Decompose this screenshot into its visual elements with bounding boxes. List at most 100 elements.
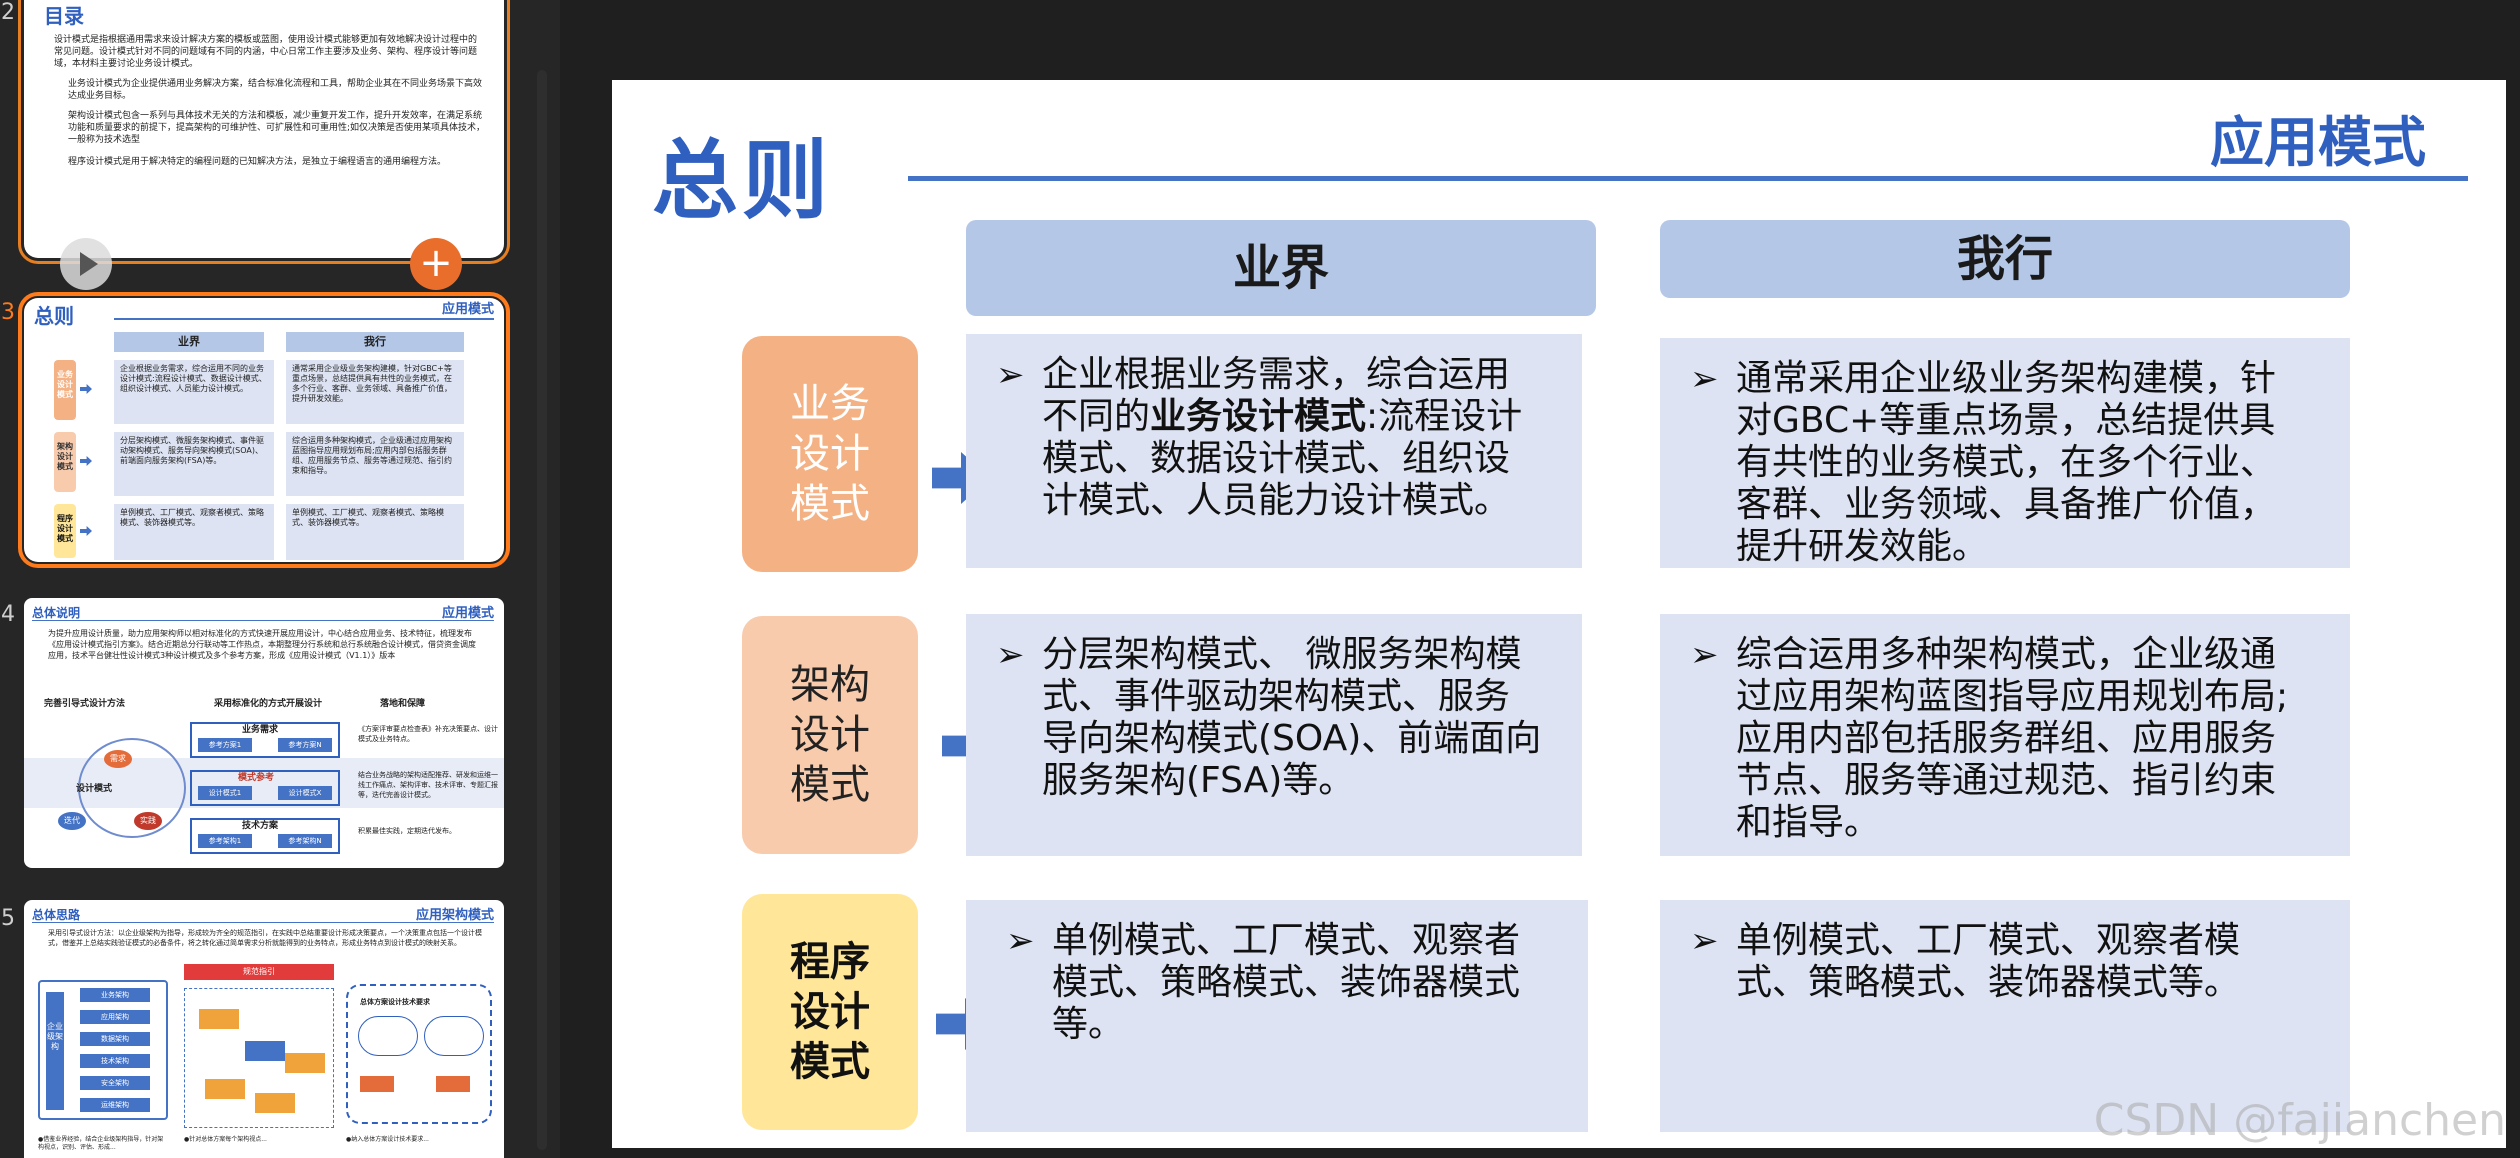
- cell-industry-program: ➢ 单例模式、工厂模式、观察者模式、策略模式、装饰器模式等。: [966, 900, 1588, 1132]
- cell-text: 通常采用企业级业务架构建模，针对GBC+等重点场景，总结提供具有共性的业务模式，…: [1736, 358, 2277, 567]
- thumb-mid-node: [205, 1079, 245, 1099]
- slide-thumbnail-5[interactable]: 总体思路 应用架构模式 采用引导式设计方法：以企业级架构为指导，形成较为齐全的规…: [24, 900, 504, 1158]
- thumb-paragraph: 业务设计模式为企业提供通用业务解决方案，结合标准化流程和工具，帮助企业其在不同业…: [68, 79, 483, 101]
- thumb-cell: 分层架构模式、微服务架构模式、事件驱动架构模式、服务导向架构模式(SOA)、前端…: [114, 432, 274, 496]
- thumb-arch-label: 企业级架构: [46, 992, 64, 1110]
- thumb-cell: 单例模式、工厂模式、观察者模式、策略模式、装饰器模式等。: [114, 504, 274, 560]
- arrow-right-icon: [80, 456, 92, 466]
- thumb-right-chip: [360, 1076, 394, 1092]
- row-label-line: 模式: [790, 481, 870, 527]
- cell-text: 单例模式、工厂模式、观察者模式、策略模式、装饰器模式等。: [1736, 920, 2241, 1003]
- cell-bullet-item: ➢ 单例模式、工厂模式、观察者模式、策略模式、装饰器模式等。: [1006, 920, 1548, 1046]
- thumb-layer: 应用架构: [80, 1010, 150, 1024]
- thumb-right-node: [358, 1016, 418, 1056]
- column-header-industry: 业界: [966, 220, 1596, 316]
- thumb-layer: 业务架构: [80, 988, 150, 1002]
- cell-text-bold: 业务设计模式: [1150, 396, 1367, 437]
- bullet-arrow-icon: ➢: [996, 635, 1025, 675]
- cell-text: 单例模式、工厂模式、观察者模式、策略模式、装饰器模式等。: [1052, 920, 1521, 1045]
- thumb-cycle-node: 实践: [134, 812, 162, 830]
- thumb-flow-title: 模式参考: [238, 773, 275, 783]
- thumb-bottom-note: ●借鉴业界经验，结合企业级架构指导，针对架构视点，识别、评估、形成...: [38, 1136, 164, 1151]
- slide-tag: 应用模式: [2210, 111, 2426, 174]
- bullet-arrow-icon: ➢: [1690, 359, 1719, 399]
- bullet-arrow-icon: ➢: [1690, 921, 1719, 961]
- thumb-flow-chip: 设计模式1: [198, 786, 252, 800]
- arrow-right-icon: [80, 384, 92, 394]
- row-label-program: 程序 设计 模式: [742, 894, 918, 1130]
- cell-text: 企业根据业务需求，综合运用不同的: [1042, 354, 1511, 437]
- cell-bullet-item: ➢ 企业根据业务需求，综合运用不同的业务设计模式:流程设计模式、数据设计模式、组…: [996, 354, 1542, 522]
- cell-bullet-item: ➢ 通常采用企业级业务架构建模，针对GBC+等重点场景，总结提供具有共性的业务模…: [1690, 358, 2310, 568]
- thumb-row-label: 程序设计模式: [54, 504, 76, 558]
- row-label-line: 设计: [790, 712, 870, 758]
- thumb-cycle-node: 迭代: [58, 812, 86, 830]
- thumb-flow-box: 技术方案 参考架构1 参考架构N: [190, 818, 340, 854]
- thumb-flow-chip: 参考架构1: [198, 834, 252, 848]
- thumb-col-header: 业界: [114, 332, 264, 352]
- slide-thumbnail-2[interactable]: 目录 设计模式是指根据通用需求来设计解决方案的模板或蓝图，使用设计模式能够更加有…: [18, 0, 510, 264]
- thumb-cell: 综合运用多种架构模式，企业级通过应用架构蓝图指导应用规划布局;应用内部包括服务群…: [286, 432, 464, 496]
- thumb-cell-text: 单例模式、工厂模式、观察者模式、策略模式、装饰器模式等。: [292, 508, 444, 527]
- thumb-tag: 应用模式: [441, 302, 494, 317]
- thumb-bottom-note: ●纳入总体方案设计技术要求...: [346, 1136, 429, 1143]
- thumb-note: 《方案评审要点检查表》补充决策要点、设计模式及业务特点。: [358, 725, 498, 743]
- thumb-mid-node: [285, 1053, 325, 1073]
- cell-industry-architecture: ➢ 分层架构模式、 微服务架构模式、事件驱动架构模式、服务导向架构模式(SOA)…: [966, 614, 1582, 856]
- thumb-layer: 安全架构: [80, 1076, 150, 1090]
- cell-bullet-item: ➢ 单例模式、工厂模式、观察者模式、策略模式、装饰器模式等。: [1690, 920, 2310, 1004]
- cell-text: 分层架构模式、 微服务架构模式、事件驱动架构模式、服务导向架构模式(SOA)、前…: [1042, 634, 1542, 801]
- thumb-tag: 应用模式: [441, 606, 494, 621]
- thumb-bottom-note: ●针对总体方案每个架构视点...: [184, 1136, 267, 1143]
- thumb-arch-box: 企业级架构 业务架构 应用架构 数据架构 技术架构 安全架构 运维架构: [38, 980, 168, 1120]
- thumb-layer: 运维架构: [80, 1098, 150, 1112]
- thumb-note: 结合业务战略的架构适配推荐、研发和运维一线工作痛点、架构评审、技术评审、专题汇报…: [358, 771, 498, 799]
- slide-thumbnail-panel: 2 目录 设计模式是指根据通用需求来设计解决方案的模板或蓝图，使用设计模式能够更…: [0, 0, 560, 1158]
- cell-ours-architecture: ➢ 综合运用多种架构模式，企业级通过应用架构蓝图指导应用规划布局;应用内部包括服…: [1660, 614, 2350, 856]
- thumb-right-title: 总体方案设计技术要求: [360, 998, 430, 1006]
- thumb-cell: 通常采用企业级业务架构建模，针对GBC+等重点场景，总结提供具有共性的业务模式，…: [286, 360, 464, 424]
- thumb-title: 总则: [34, 304, 74, 328]
- title-divider: [908, 176, 2468, 181]
- thumb-cell-text: 单例模式、工厂模式、观察者模式、策略模式、装饰器模式等。: [120, 508, 264, 527]
- thumb-divider: [32, 922, 494, 923]
- thumb-column-title: 完善引导式设计方法: [44, 699, 126, 709]
- cell-bullet-item: ➢ 综合运用多种架构模式，企业级通过应用架构蓝图指导应用规划布局;应用内部包括服…: [1690, 634, 2310, 844]
- thumb-cell: 单例模式、工厂模式、观察者模式、策略模式、装饰器模式等。: [286, 504, 464, 560]
- thumb-tag: 应用架构模式: [415, 908, 494, 923]
- cell-text: 综合运用多种架构模式，企业级通过应用架构蓝图指导应用规划布局;应用内部包括服务群…: [1736, 634, 2289, 843]
- thumb-cell: 企业根据业务需求，综合运用不同的业务设计模式:流程设计模式、数据设计模式、组织设…: [114, 360, 274, 424]
- thumb-flow-chip: 参考方案N: [278, 738, 332, 752]
- thumb-layer: 技术架构: [80, 1054, 150, 1068]
- add-icon[interactable]: +: [410, 238, 462, 290]
- thumb-mid-node: [245, 1041, 285, 1061]
- thumb-mid-title: 规范指引: [184, 964, 334, 980]
- thumb-note: 积累最佳实践，定期迭代发布。: [358, 827, 456, 835]
- slide-thumbnail-3[interactable]: 总则 应用模式 业界 我行 业务设计模式 企业根据业务需求，综合运用不同的业务设…: [18, 292, 510, 568]
- thumb-title: 目录: [44, 4, 84, 28]
- row-label-architecture: 架构 设计 模式: [742, 616, 918, 854]
- slide-number: 5: [1, 906, 15, 931]
- thumb-flow-box: 模式参考 设计模式1 设计模式X: [190, 770, 340, 806]
- row-label-line: 架构: [790, 662, 870, 708]
- row-label-business: 业务 设计 模式: [742, 336, 918, 572]
- thumb-flow-box: 业务需求 参考方案1 参考方案N: [190, 722, 340, 758]
- row-label-line: 模式: [790, 1039, 870, 1085]
- bullet-arrow-icon: ➢: [1006, 921, 1035, 961]
- slide-number: 3: [1, 300, 15, 325]
- thumb-cell-text: 综合运用多种架构模式，企业级通过应用架构蓝图指导应用规划布局;应用内部包括服务群…: [292, 436, 452, 475]
- thumbnail-scrollbar[interactable]: [537, 70, 547, 1150]
- slide-thumbnail-4[interactable]: 总体说明 应用模式 为提升应用设计质量，助力应用架构师以相对标准化的方式快速开展…: [24, 598, 504, 868]
- thumb-cell-text: 企业根据业务需求，综合运用不同的业务设计模式:流程设计模式、数据设计模式、组织设…: [120, 364, 267, 393]
- column-header-ours: 我行: [1660, 220, 2350, 298]
- bullet-arrow-icon: ➢: [1690, 635, 1719, 675]
- thumb-flow-title: 技术方案: [242, 821, 279, 831]
- thumb-flow-chip: 设计模式X: [278, 786, 332, 800]
- slide-canvas[interactable]: 总则 应用模式 业界 我行 业务 设计 模式 ➢ 企业根据业务需求，综合运用不同…: [612, 80, 2506, 1148]
- play-icon[interactable]: [60, 238, 112, 290]
- row-label-line: 设计: [790, 989, 870, 1035]
- cell-bullet-item: ➢ 分层架构模式、 微服务架构模式、事件驱动架构模式、服务导向架构模式(SOA)…: [996, 634, 1542, 802]
- thumb-flow-title: 业务需求: [242, 725, 279, 735]
- thumb-divider: [114, 318, 494, 320]
- thumb-right-chip: [436, 1076, 470, 1092]
